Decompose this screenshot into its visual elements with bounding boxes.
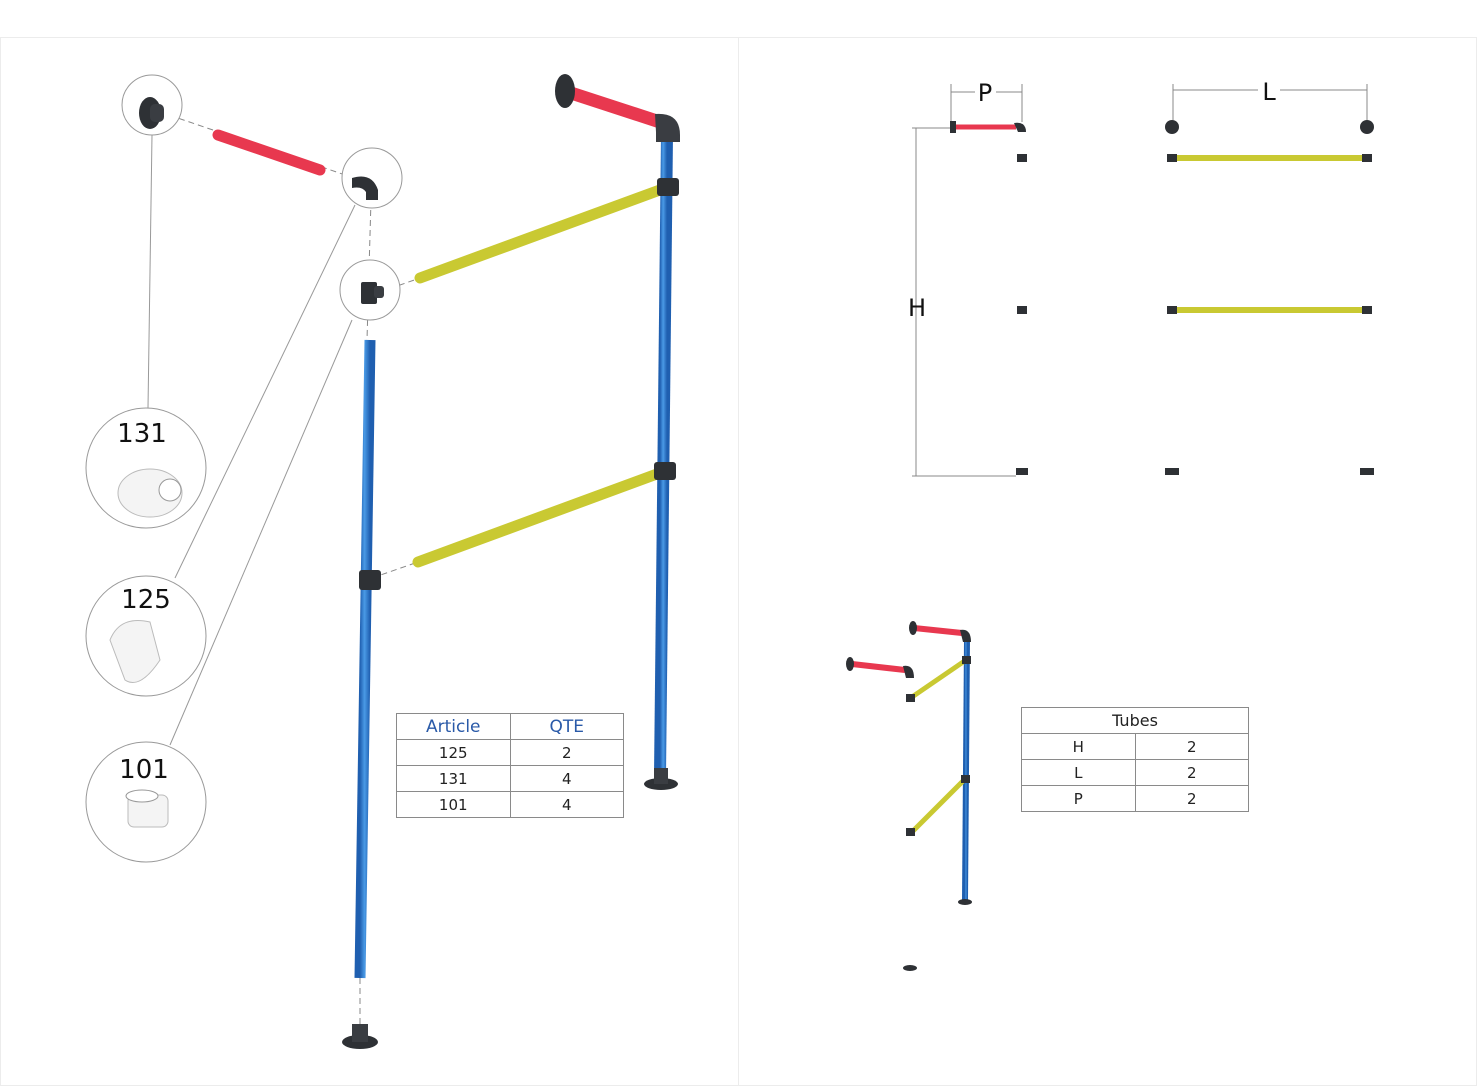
column-header-qte: QTE: [509, 713, 624, 740]
wall-flange-icon: [555, 74, 575, 108]
svg-text:125: 125: [121, 585, 171, 615]
side-view: [912, 84, 1028, 477]
tubes-title: Tubes: [1021, 707, 1249, 734]
article-cell: 125: [396, 739, 511, 766]
elbow-fitting-icon: [352, 176, 378, 200]
article-cell: 131: [396, 765, 511, 792]
elbow-assembled-icon: [655, 113, 680, 142]
tube-type-cell: L: [1021, 759, 1136, 786]
dimension-h-label: H: [908, 294, 926, 322]
clamp-upper: [657, 178, 679, 196]
tube-qty-cell: 2: [1134, 785, 1249, 812]
tee-fitting-icon: [361, 282, 384, 304]
tee-clamp: [359, 570, 381, 590]
column-header-article: Article: [396, 713, 511, 740]
red-tube-assembled: [565, 85, 663, 129]
leader-lines: [147, 134, 356, 746]
tube-type-cell: P: [1021, 785, 1136, 812]
flange-fitting-icon: [139, 97, 164, 129]
blue-upright-assembled: [654, 134, 673, 776]
table-header-row: Article QTE: [396, 713, 624, 740]
tube-type-cell: H: [1021, 733, 1136, 760]
qte-cell: 2: [509, 739, 624, 766]
qte-cell: 4: [509, 765, 624, 792]
tube-qty-cell: 2: [1134, 733, 1249, 760]
dimension-p-label: P: [978, 79, 992, 107]
yellow-rail-upper: [414, 181, 674, 284]
svg-text:101: 101: [119, 755, 169, 785]
callout-131: 131: [85, 407, 207, 529]
svg-text:131: 131: [117, 419, 167, 449]
clamp-lower: [654, 462, 676, 480]
detail-circles: [121, 74, 403, 321]
exploded-view: 131 125 101: [85, 74, 680, 1049]
blue-upright-loose: [354, 339, 376, 979]
dimension-l-label: L: [1262, 78, 1276, 106]
assembly-lines: [159, 111, 421, 1030]
base-flange-icon: [342, 1024, 378, 1049]
foot-flange-icon: [644, 768, 678, 790]
table-header-row: Tubes: [1021, 707, 1249, 734]
front-view: [1165, 84, 1374, 475]
callout-125: 125: [85, 575, 207, 697]
yellow-rail-lower: [412, 465, 671, 568]
callout-101: 101: [85, 741, 207, 863]
isometric-view: [846, 621, 972, 971]
article-cell: 101: [396, 791, 511, 818]
tube-qty-cell: 2: [1134, 759, 1249, 786]
qte-cell: 4: [509, 791, 624, 818]
red-tube-loose: [212, 129, 326, 176]
